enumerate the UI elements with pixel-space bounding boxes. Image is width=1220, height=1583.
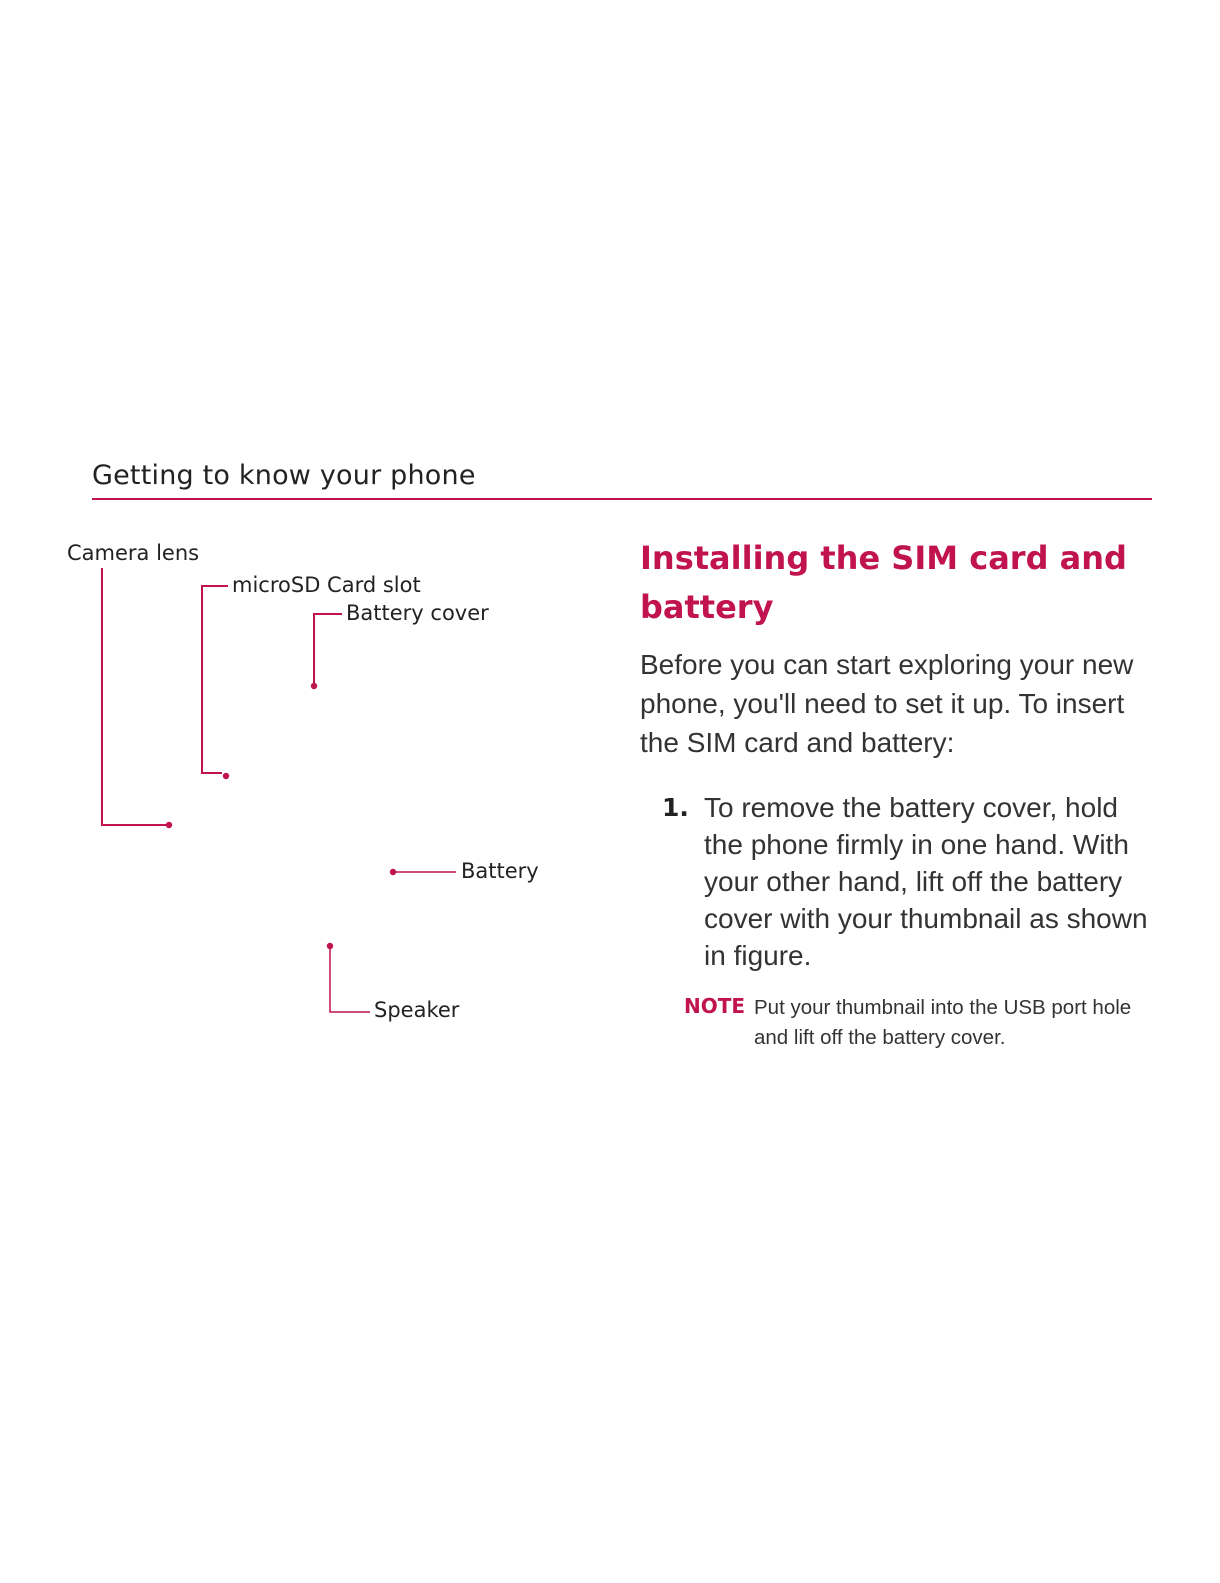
note-text: Put your thumbnail into the USB port hol… bbox=[754, 996, 1132, 1049]
callout-battery: Battery bbox=[389, 859, 539, 883]
callout-label-battery-cover: Battery cover bbox=[346, 601, 489, 625]
leader-line-camera-lens bbox=[101, 568, 168, 826]
header-divider bbox=[92, 498, 1152, 500]
phone-back-diagram: Camera lens microSD Card slot Battery co… bbox=[67, 541, 539, 1022]
leader-dot-camera-lens bbox=[165, 821, 173, 829]
note-label: NOTE bbox=[684, 994, 746, 1018]
callout-label-camera-lens: Camera lens bbox=[67, 541, 199, 565]
leader-dot-microsd-slot bbox=[222, 772, 230, 780]
callout-speaker: Speaker bbox=[326, 942, 460, 1022]
leader-line-microsd-slot bbox=[201, 585, 228, 774]
section-heading: Installing the SIM card and battery bbox=[640, 539, 1127, 626]
leader-dot-speaker bbox=[326, 942, 334, 950]
leader-line-battery-cover bbox=[313, 613, 342, 684]
leader-line-speaker bbox=[329, 949, 370, 1013]
intro-paragraph: Before you can start exploring your new … bbox=[640, 649, 1134, 758]
page-section-title: Getting to know your phone bbox=[92, 460, 476, 491]
callout-label-microsd-slot: microSD Card slot bbox=[232, 573, 421, 597]
leader-dot-battery-cover bbox=[310, 682, 318, 690]
callout-battery-cover: Battery cover bbox=[310, 601, 489, 690]
callout-camera-lens: Camera lens bbox=[67, 541, 199, 829]
callout-label-speaker: Speaker bbox=[374, 998, 460, 1022]
step-text: To remove the battery cover, hold the ph… bbox=[704, 792, 1148, 971]
step-number: 1. bbox=[662, 793, 689, 822]
callout-label-battery: Battery bbox=[461, 859, 539, 883]
callout-microsd-slot: microSD Card slot bbox=[201, 573, 421, 780]
leader-dot-battery bbox=[389, 868, 397, 876]
